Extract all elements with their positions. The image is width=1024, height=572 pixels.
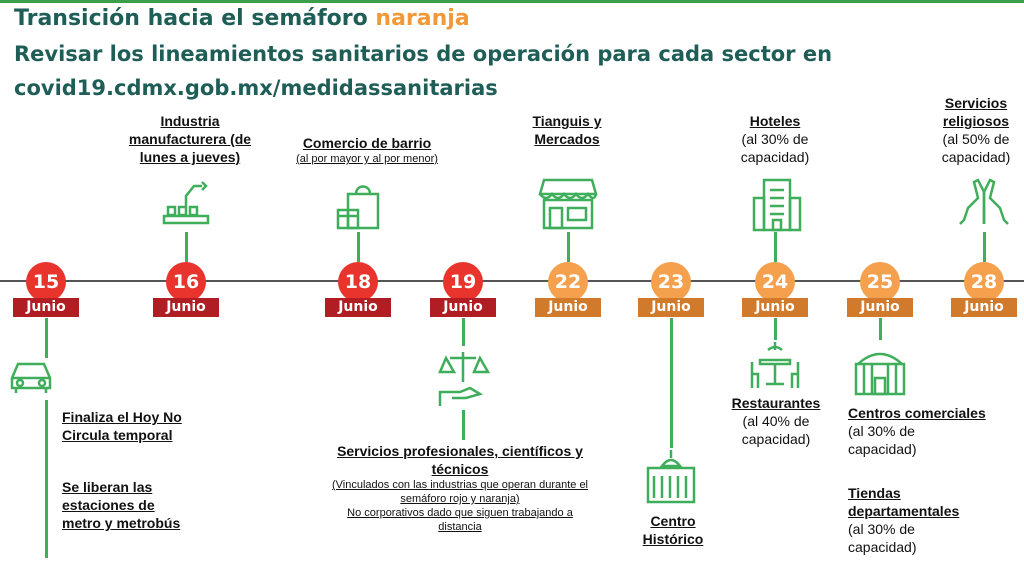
day-circle-23: 23 (651, 262, 691, 302)
connector-15-b (45, 400, 48, 558)
page-title: Transición hacia el semáforo naranja (14, 6, 470, 31)
month-label-25: Junio (847, 298, 913, 317)
month-label-16: Junio (153, 298, 219, 317)
connector-28 (983, 232, 986, 262)
timeline-axis (0, 280, 1024, 282)
connector-15 (45, 318, 48, 358)
subtitle-line-2: covid19.cdmx.gob.mx/medidassanitarias (14, 76, 498, 100)
factory-arm-icon (160, 178, 212, 230)
day-circle-19: 19 (443, 262, 483, 302)
car-icon (8, 356, 54, 396)
label-profesionales: Servicios profesionales, científicos y t… (331, 443, 589, 533)
connector-16 (185, 232, 188, 262)
connector-23 (670, 318, 673, 448)
connector-22 (567, 232, 570, 262)
day-circle-18: 18 (338, 262, 378, 302)
connector-19-b (462, 410, 465, 440)
month-label-19: Junio (430, 298, 496, 317)
connector-18 (357, 232, 360, 262)
month-label-28: Junio (951, 298, 1017, 317)
label-centro: Centro Histórico (642, 513, 704, 547)
mall-icon (852, 344, 908, 398)
scales-hand-icon (436, 348, 490, 408)
restaurant-table-icon (748, 340, 802, 392)
label-hoteles: Hoteles (al 30% de capacidad) (740, 113, 810, 165)
day-circle-15: 15 (26, 262, 66, 302)
label-tianguis: Tianguis y Mercados (532, 113, 602, 147)
shopping-bag-icon (334, 178, 384, 232)
praying-hands-icon (958, 174, 1010, 228)
connector-24-low (774, 318, 777, 340)
title-accent: naranja (375, 6, 470, 31)
connector-25 (879, 318, 882, 340)
day-circle-16: 16 (166, 262, 206, 302)
day-circle-28: 28 (964, 262, 1004, 302)
month-label-23: Junio (638, 298, 704, 317)
label-hoy-no-circula: Finaliza el Hoy No Circula temporal (62, 409, 182, 443)
month-label-24: Junio (742, 298, 808, 317)
month-label-22: Junio (535, 298, 601, 317)
subtitle-line-1: Revisar los lineamientos sanitarios de o… (14, 42, 833, 66)
hotel-icon (750, 174, 804, 232)
top-accent-line (0, 0, 1024, 3)
label-industria: Industria manufacturera (de lunes a juev… (128, 113, 252, 165)
market-stall-icon (538, 176, 598, 230)
month-label-15: Junio (13, 298, 79, 317)
connector-24 (774, 232, 777, 262)
historic-building-icon (644, 448, 698, 504)
label-comercio: Comercio de barrio (al por mayor y al po… (296, 135, 438, 165)
label-restaurantes: Restaurantes (al 40% de capacidad) (731, 395, 821, 447)
label-centros-comerciales: Centros comerciales (al 30% de capacidad… (848, 405, 986, 457)
month-label-18: Junio (325, 298, 391, 317)
day-circle-24: 24 (755, 262, 795, 302)
label-religiosos: Servicios religiosos (al 50% de capacida… (941, 95, 1011, 165)
label-tiendas: Tiendas departamentales (al 30% de capac… (848, 485, 960, 555)
day-circle-25: 25 (860, 262, 900, 302)
connector-19 (462, 318, 465, 346)
label-metro: Se liberan las estaciones de metro y met… (62, 479, 181, 531)
day-circle-22: 22 (548, 262, 588, 302)
